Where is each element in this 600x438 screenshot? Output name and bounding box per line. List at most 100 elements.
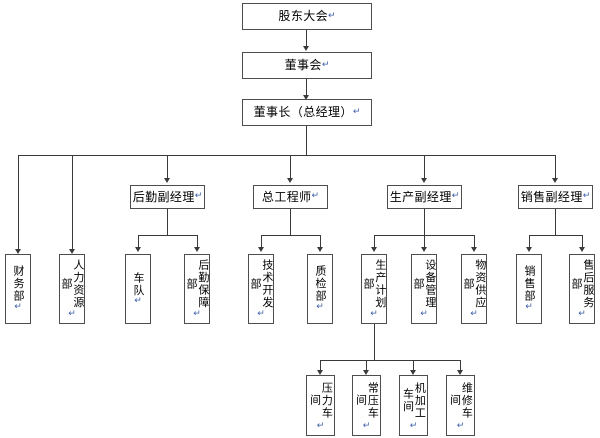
arrowhead-finance — [15, 249, 21, 254]
node-production-planning-department[interactable]: 生产计划部↵ — [361, 254, 387, 324]
node-pressure-workshop[interactable]: 压力车间↵ — [306, 375, 335, 436]
connector-to-material-supply — [474, 235, 475, 249]
paragraph-mark: ↵ — [578, 309, 586, 320]
connector-bus-to-hr — [72, 155, 73, 251]
arrowhead-board — [303, 46, 309, 51]
paragraph-mark: ↵ — [321, 59, 330, 70]
paragraph-mark: ↵ — [134, 295, 142, 306]
node-sales-department[interactable]: 销售部↵ — [516, 254, 542, 324]
paragraph-mark: ↵ — [525, 301, 533, 312]
connector-workshops-bus — [320, 360, 460, 361]
paragraph-mark: ↵ — [409, 421, 418, 432]
node-hr-department[interactable]: 人力资源部↵ — [59, 254, 85, 324]
connector-bus-to-vp-production — [424, 155, 425, 179]
node-vp-sales[interactable]: 销售副经理↵ — [518, 185, 593, 209]
connector-vp-sales-stem — [555, 209, 556, 235]
node-atmospheric-workshop[interactable]: 常压车间↵ — [352, 375, 381, 436]
node-label: 质检部 — [313, 265, 327, 303]
node-label: 维修车间 — [448, 381, 474, 420]
node-material-supply-department[interactable]: 物资供应部↵ — [461, 254, 487, 324]
connector-shareholders-to-board — [306, 30, 307, 48]
paragraph-mark: ↵ — [420, 309, 428, 320]
node-label: 压力车间 — [308, 381, 334, 420]
connector-chief-engineer-stem — [290, 209, 291, 235]
node-label: 生产副经理 — [389, 189, 452, 204]
node-after-sales-service-department[interactable]: 售后服务部↵ — [569, 254, 595, 324]
node-maintenance-workshop[interactable]: 维修车间↵ — [446, 375, 475, 436]
node-chairman-general-manager[interactable]: 董事长（总经理）↵ — [242, 99, 372, 126]
paragraph-mark: ↵ — [316, 421, 325, 432]
node-label: 常压车间 — [354, 381, 380, 420]
arrowhead-after-sales — [579, 247, 585, 252]
connector-to-prod-plan — [374, 235, 375, 249]
arrowhead-atmospheric-shop — [363, 370, 369, 375]
node-label: 总工程师 — [261, 189, 312, 204]
connector-prod-plan-stem — [374, 324, 375, 360]
node-vp-logistics[interactable]: 后勤副经理↵ — [130, 185, 205, 209]
node-chief-engineer[interactable]: 总工程师↵ — [253, 185, 328, 209]
paragraph-mark: ↵ — [352, 106, 361, 117]
node-logistics-support-department[interactable]: 后勤保障部↵ — [184, 254, 210, 324]
connector-to-equipment-mgmt — [424, 235, 425, 249]
connector-vp-sales-bus — [529, 235, 582, 236]
connector-chief-engineer-bus — [261, 235, 320, 236]
node-label: 董事长（总经理） — [253, 105, 353, 120]
arrowhead-chairman — [303, 95, 309, 100]
node-label: 车队 — [131, 271, 145, 297]
arrowhead-vp-production — [421, 178, 427, 183]
connector-to-logistics-support — [197, 235, 198, 249]
connector-to-fleet — [138, 235, 139, 249]
node-label: 机加工车间 — [401, 381, 427, 420]
arrowhead-hr — [69, 249, 75, 254]
paragraph-mark: ↵ — [582, 191, 591, 202]
arrowhead-fleet — [135, 247, 141, 252]
connector-vp-production-stem — [424, 209, 425, 235]
paragraph-mark: ↵ — [68, 309, 76, 320]
node-label: 销售部 — [522, 265, 536, 303]
arrowhead-equipment-mgmt — [421, 247, 427, 252]
paragraph-mark: ↵ — [194, 191, 203, 202]
connector-board-to-chairman — [306, 79, 307, 97]
node-label: 股东大会 — [278, 9, 329, 24]
node-equipment-management-department[interactable]: 设备管理部↵ — [411, 254, 437, 324]
arrowhead-maintenance-shop — [457, 370, 463, 375]
arrowhead-material-supply — [471, 247, 477, 252]
connector-to-atmospheric-shop — [366, 360, 367, 372]
connector-main-bus — [18, 155, 556, 156]
node-tech-development-department[interactable]: 技术开发部↵ — [248, 254, 274, 324]
arrowhead-machining-shop — [410, 370, 416, 375]
arrowhead-vp-sales — [552, 178, 558, 183]
node-board-of-directors[interactable]: 董事会↵ — [242, 52, 372, 79]
arrowhead-logistics-support — [194, 247, 200, 252]
paragraph-mark: ↵ — [14, 301, 22, 312]
arrowhead-vp-logistics — [164, 178, 170, 183]
node-machining-workshop[interactable]: 机加工车间↵ — [399, 375, 428, 436]
connector-to-after-sales — [582, 235, 583, 249]
node-quality-control-department[interactable]: 质检部↵ — [307, 254, 333, 324]
connector-to-tech-dev — [261, 235, 262, 249]
node-finance-department[interactable]: 财务部↵ — [5, 254, 31, 324]
arrowhead-chief-engineer — [287, 178, 293, 183]
node-label: 财务部 — [11, 265, 25, 303]
connector-vp-logistics-stem — [167, 209, 168, 235]
node-fleet[interactable]: 车队↵ — [125, 254, 151, 324]
connector-bus-to-vp-logistics — [167, 155, 168, 179]
paragraph-mark: ↵ — [328, 10, 336, 21]
paragraph-mark: ↵ — [370, 309, 378, 320]
connector-vp-logistics-bus — [138, 235, 197, 236]
node-label: 销售副经理 — [520, 189, 583, 204]
paragraph-mark: ↵ — [257, 309, 265, 320]
arrowhead-prod-plan — [371, 247, 377, 252]
node-label: 技术开发部 — [249, 259, 274, 310]
node-label: 人力资源部 — [60, 259, 85, 310]
node-label: 物资供应部 — [462, 259, 487, 310]
arrowhead-pressure-shop — [317, 370, 323, 375]
paragraph-mark: ↵ — [362, 421, 371, 432]
paragraph-mark: ↵ — [456, 421, 465, 432]
node-shareholders-meeting[interactable]: 股东大会↵ — [242, 3, 372, 30]
node-vp-production[interactable]: 生产副经理↵ — [387, 185, 462, 209]
connector-to-pressure-shop — [320, 360, 321, 372]
connector-to-sales-dept — [529, 235, 530, 249]
arrowhead-sales-dept — [526, 247, 532, 252]
